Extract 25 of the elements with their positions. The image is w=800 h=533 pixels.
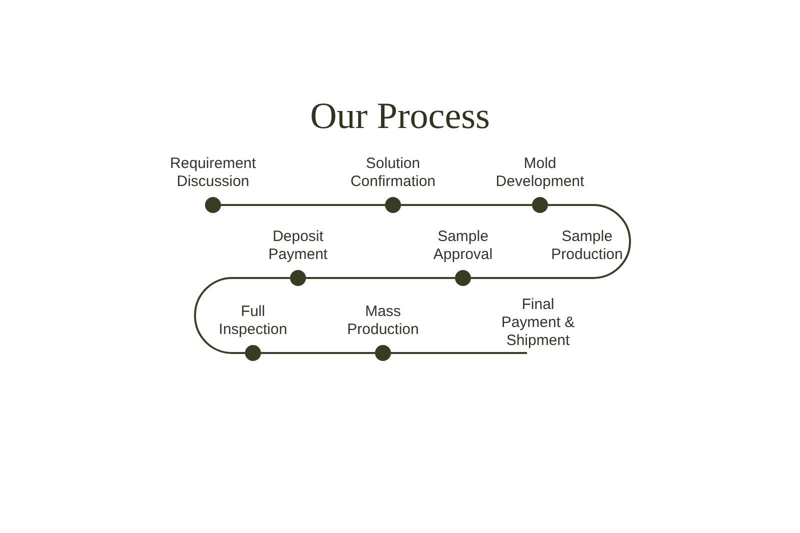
timeline-dot-icon	[455, 270, 471, 286]
connector-line	[548, 204, 631, 242]
timeline-dot-icon	[375, 345, 391, 361]
timeline-dot-icon	[205, 197, 221, 213]
timeline-dot-icon	[385, 197, 401, 213]
timeline-dot-icon	[532, 197, 548, 213]
connector-line	[471, 241, 631, 279]
connector-line	[391, 352, 527, 354]
connector-line	[261, 352, 375, 354]
title: Our Process	[309, 95, 491, 139]
step-label: Sample Approval	[432, 228, 494, 264]
timeline-dot-icon	[290, 270, 306, 286]
step-label: Solution Confirmation	[349, 155, 437, 191]
step-label: Full Inspection	[218, 303, 288, 339]
connector-line	[194, 277, 290, 354]
connector-line	[306, 277, 455, 279]
step-label: Final Payment & Shipment	[498, 296, 578, 352]
connector-line	[221, 204, 385, 206]
timeline-dot-icon	[245, 345, 261, 361]
step-label: Mold Development	[495, 155, 585, 191]
step-label: Sample Production	[545, 228, 629, 264]
step-label: Mass Production	[346, 303, 420, 339]
step-label: Deposit Payment	[267, 228, 329, 264]
step-label: Requirement Discussion	[169, 155, 257, 191]
connector-line	[401, 204, 532, 206]
